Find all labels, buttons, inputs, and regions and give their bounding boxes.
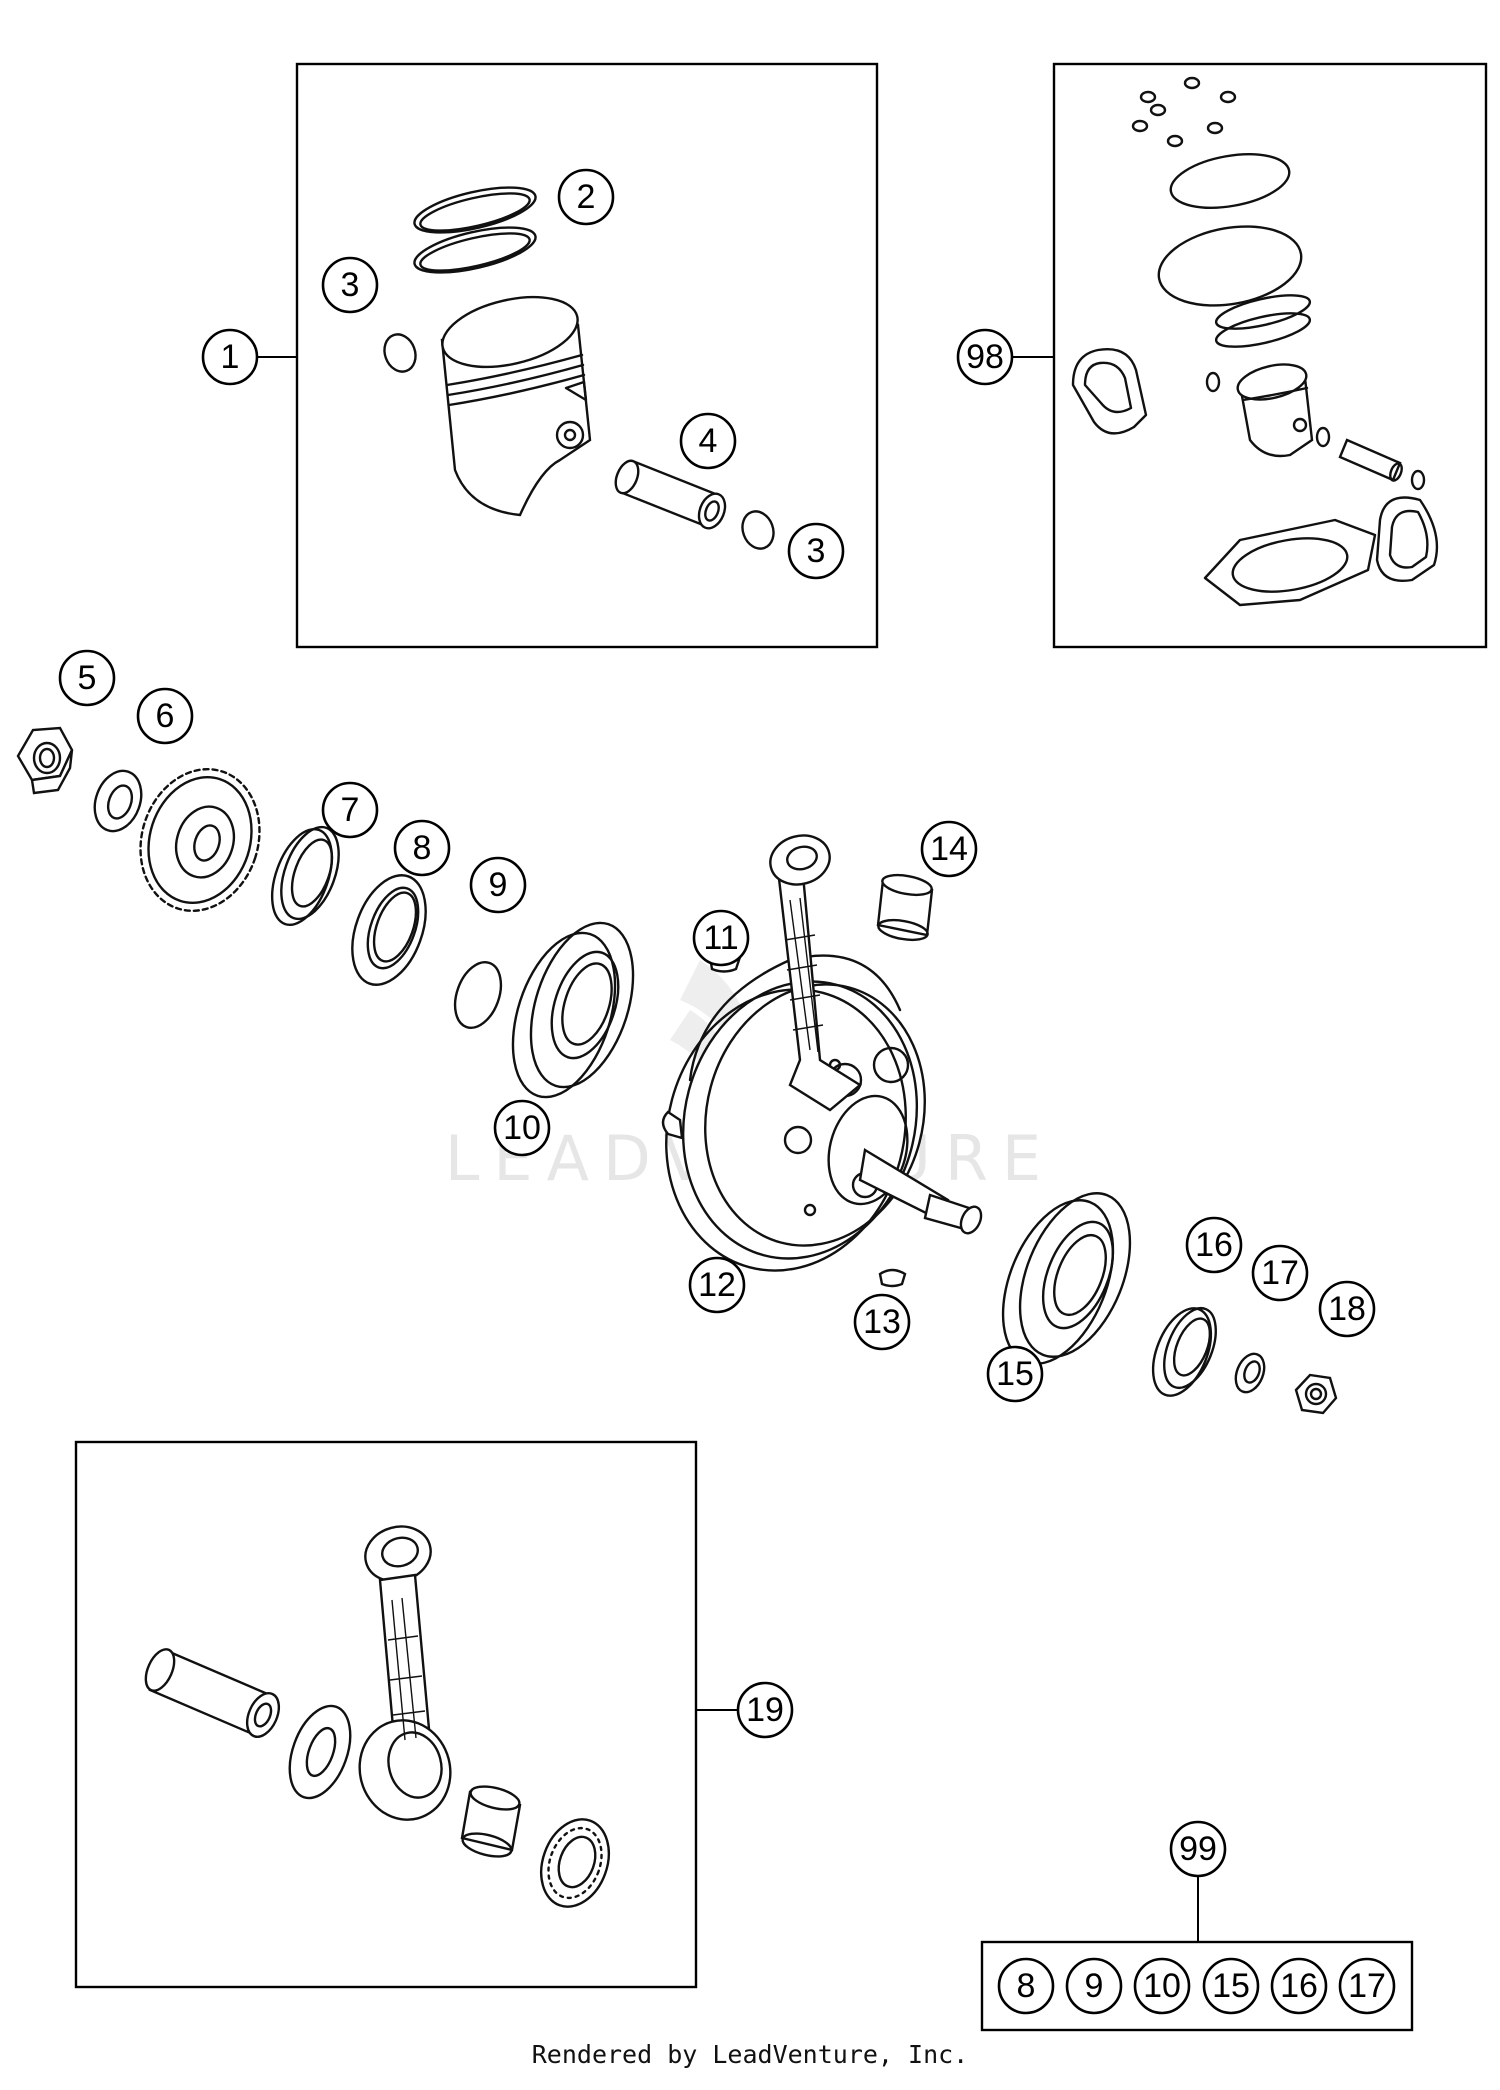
crankshaft-part[interactable]: [635, 954, 985, 1298]
needle-bushing-part[interactable]: [876, 872, 934, 943]
ball-bearing-left-part[interactable]: [494, 910, 652, 1110]
svg-text:11: 11: [703, 919, 738, 957]
svg-text:7: 7: [341, 791, 360, 829]
svg-text:10: 10: [1143, 1967, 1181, 2005]
svg-text:3: 3: [807, 532, 826, 570]
primary-gear-part[interactable]: [123, 754, 278, 927]
callout-98[interactable]: 98: [956, 328, 1014, 386]
kit-needle-bushing-part[interactable]: [460, 1782, 522, 1861]
exhaust-gasket-right-part[interactable]: [1375, 496, 1439, 582]
callout-4[interactable]: 4: [679, 412, 737, 470]
callout-6[interactable]: 6: [136, 687, 194, 745]
callout-13[interactable]: 13: [853, 1293, 911, 1351]
svg-text:8: 8: [413, 829, 432, 867]
cylinder-o-rings-part[interactable]: [1152, 146, 1307, 316]
svg-text:4: 4: [699, 422, 718, 460]
nut-part[interactable]: [16, 726, 74, 795]
washer-right-part[interactable]: [1230, 1350, 1269, 1397]
callout-3-lower[interactable]: 3: [787, 522, 845, 580]
callout-3-upper[interactable]: 3: [321, 256, 379, 314]
base-gasket-part[interactable]: [1203, 518, 1377, 607]
callout-16[interactable]: 16: [1185, 1216, 1243, 1274]
thrust-washer-part[interactable]: [278, 1698, 362, 1807]
kit-99-item-10[interactable]: 10: [1133, 1957, 1191, 2015]
kit-circlips-part[interactable]: [1205, 371, 1426, 491]
callout-17[interactable]: 17: [1251, 1244, 1309, 1302]
kit-piston-part[interactable]: [1234, 359, 1314, 458]
kit-99-item-17[interactable]: 17: [1338, 1957, 1396, 2015]
washer-part[interactable]: [87, 764, 150, 837]
svg-text:2: 2: [577, 178, 596, 216]
shaft-seal-part[interactable]: [338, 865, 439, 995]
svg-text:12: 12: [698, 1266, 736, 1304]
kit-piston-rings-part[interactable]: [1213, 289, 1312, 354]
svg-text:14: 14: [930, 830, 968, 868]
callout-10[interactable]: 10: [493, 1099, 551, 1157]
needle-cage-washer-part[interactable]: [530, 1810, 621, 1916]
gasket-kit-frame: [1052, 62, 1488, 649]
svg-text:13: 13: [863, 1303, 901, 1341]
piston-part[interactable]: [436, 285, 592, 517]
svg-text:17: 17: [1348, 1967, 1386, 2005]
nut-right-part[interactable]: [1294, 1373, 1338, 1415]
svg-text:3: 3: [341, 266, 360, 304]
o-ring-part[interactable]: [447, 956, 510, 1034]
callout-12[interactable]: 12: [688, 1256, 746, 1314]
svg-text:6: 6: [156, 697, 175, 735]
kit-connecting-rod-part[interactable]: [349, 1519, 462, 1830]
svg-text:17: 17: [1261, 1254, 1299, 1292]
ball-bearing-right-part[interactable]: [981, 1177, 1151, 1379]
callout-8[interactable]: 8: [393, 819, 451, 877]
piston-pin-part[interactable]: [611, 457, 730, 532]
svg-text:15: 15: [1212, 1967, 1250, 2005]
svg-text:98: 98: [966, 338, 1004, 376]
kit-99-item-15[interactable]: 15: [1202, 1957, 1260, 2015]
callout-5[interactable]: 5: [58, 649, 116, 707]
kit-99-item-8[interactable]: 8: [997, 1957, 1055, 2015]
woodruff-key-lower-part[interactable]: [878, 1268, 907, 1288]
callout-99[interactable]: 99: [1169, 1820, 1227, 1878]
svg-text:16: 16: [1280, 1967, 1318, 2005]
footer-credit: Rendered by LeadVenture, Inc.: [531, 2040, 969, 2069]
svg-text:1: 1: [221, 338, 240, 376]
svg-text:19: 19: [746, 1691, 784, 1729]
svg-text:5: 5: [78, 659, 97, 697]
spacer-part[interactable]: [260, 819, 349, 933]
kit-99-item-9[interactable]: 9: [1065, 1957, 1123, 2015]
crank-pin-part[interactable]: [140, 1645, 285, 1742]
callout-11[interactable]: 11: [692, 909, 750, 967]
svg-text:15: 15: [996, 1355, 1034, 1393]
seal-kit-box: [980, 1940, 1414, 2032]
kit-piston-pin-part[interactable]: [1338, 438, 1404, 482]
svg-text:8: 8: [1017, 1967, 1036, 2005]
callout-15[interactable]: 15: [986, 1345, 1044, 1403]
svg-text:18: 18: [1328, 1290, 1366, 1328]
kit-99-item-16[interactable]: 16: [1270, 1957, 1328, 2015]
circlip-right-part[interactable]: [737, 507, 778, 553]
small-o-rings-part[interactable]: [1131, 76, 1237, 148]
svg-text:9: 9: [1085, 1967, 1104, 2005]
callout-14[interactable]: 14: [920, 820, 978, 878]
piston-rings-part[interactable]: [411, 179, 540, 282]
svg-text:10: 10: [503, 1109, 541, 1147]
connecting-rod-kit-frame: [74, 1440, 698, 1989]
callout-7[interactable]: 7: [321, 781, 379, 839]
shaft-seal-right-part[interactable]: [1142, 1300, 1227, 1404]
connecting-rod-part[interactable]: [765, 829, 863, 1112]
callout-19[interactable]: 19: [736, 1681, 794, 1739]
svg-text:99: 99: [1179, 1830, 1217, 1868]
svg-text:16: 16: [1195, 1226, 1233, 1264]
callout-18[interactable]: 18: [1318, 1280, 1376, 1338]
callout-9[interactable]: 9: [469, 856, 527, 914]
piston-kit-frame: [295, 62, 879, 649]
circlip-left-part[interactable]: [379, 330, 420, 376]
callout-1[interactable]: 1: [201, 328, 259, 386]
callout-2[interactable]: 2: [557, 168, 615, 226]
svg-text:9: 9: [489, 866, 508, 904]
exhaust-gasket-left-part[interactable]: [1071, 348, 1148, 435]
